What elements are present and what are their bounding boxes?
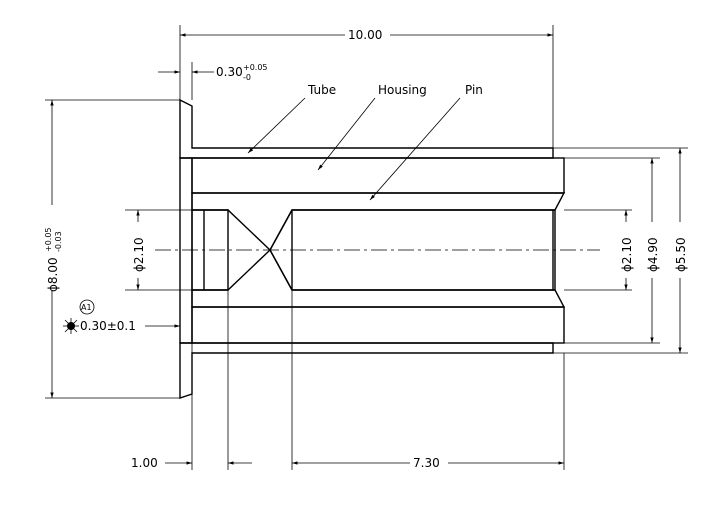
part-body bbox=[155, 98, 600, 399]
pin-offset-text: 1.00 bbox=[131, 456, 158, 470]
dim-pin-length: 7.30 bbox=[292, 456, 564, 470]
pin-length-text: 7.30 bbox=[413, 456, 440, 470]
datum-circle bbox=[79, 299, 95, 315]
housing-section-top bbox=[191, 157, 565, 194]
tube-section-bottom bbox=[179, 342, 554, 399]
right-bore-text: ϕ2.10 bbox=[620, 237, 634, 272]
dim-tube-diameter: ϕ5.50 bbox=[674, 148, 688, 353]
flange-plate bbox=[179, 157, 193, 344]
datum-value-text: 0.30±0.1 bbox=[80, 319, 136, 333]
housing-diameter-text: ϕ4.90 bbox=[646, 237, 660, 272]
outer-diameter-tol-lower: -0.03 bbox=[54, 231, 63, 252]
leader-tube: Tube bbox=[247, 83, 336, 154]
datum-annotation: A1 0.30±0.1 bbox=[63, 299, 180, 334]
outer-diameter-tol-upper: +0.05 bbox=[44, 227, 53, 252]
housing-section-bottom bbox=[191, 306, 565, 344]
overall-length-text: 10.00 bbox=[348, 28, 382, 42]
dim-housing-diameter: ϕ4.90 bbox=[646, 158, 660, 343]
dim-right-bore: ϕ2.10 bbox=[620, 210, 634, 290]
tube-label: Tube bbox=[307, 83, 336, 97]
leader-housing: Housing bbox=[317, 83, 427, 171]
tube-diameter-text: ϕ5.50 bbox=[674, 237, 688, 272]
dim-pin-offset: 1.00 bbox=[131, 456, 252, 470]
flange-thickness-tol-lower: -0 bbox=[243, 73, 251, 82]
dim-left-bore: ϕ2.10 bbox=[132, 210, 146, 290]
dim-overall-length: 10.00 bbox=[180, 28, 553, 42]
flange-thickness-tol-upper: +0.05 bbox=[243, 63, 268, 72]
dim-outer-diameter: ϕ8.00 +0.05 -0.03 bbox=[44, 100, 63, 398]
dim-flange-thickness: 0.30 +0.05 -0 bbox=[158, 63, 268, 82]
left-bore bbox=[191, 209, 272, 291]
outer-diameter-text: ϕ8.00 bbox=[46, 257, 60, 292]
extension-lines bbox=[45, 25, 688, 470]
housing-label: Housing bbox=[378, 83, 427, 97]
leader-pin: Pin bbox=[369, 83, 483, 201]
flange-thickness-text: 0.30 bbox=[216, 65, 243, 79]
pin-label: Pin bbox=[465, 83, 483, 97]
datum-label: A1 bbox=[81, 303, 92, 312]
right-bore bbox=[269, 209, 556, 291]
left-bore-text: ϕ2.10 bbox=[132, 237, 146, 272]
